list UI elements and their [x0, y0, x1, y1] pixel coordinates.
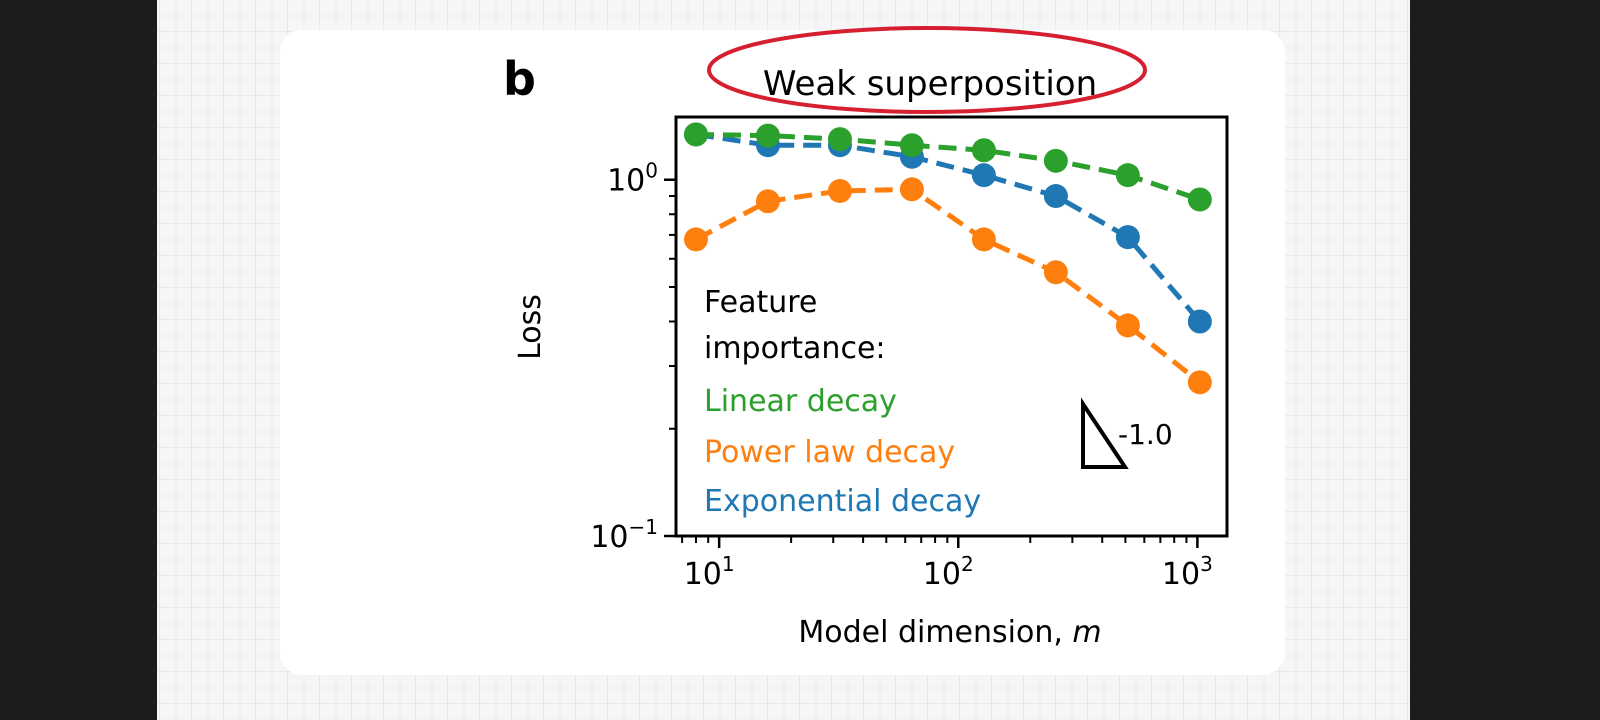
data-point-linear — [1115, 163, 1140, 188]
data-point-linear — [1043, 148, 1068, 173]
data-point-exponential — [971, 163, 996, 188]
legend-entry-exponential: Exponential decay — [704, 484, 981, 519]
panel-label: b — [503, 52, 536, 106]
x-tick-label: 103 — [1162, 552, 1213, 592]
y-tick-label: 100 — [607, 159, 658, 199]
x-tick-exponent: 1 — [722, 552, 735, 576]
x-axis-label-var: m — [1072, 615, 1101, 650]
series-line-power — [694, 186, 1202, 385]
slope-label: -1.0 — [1118, 418, 1173, 451]
y-tick-exponent: 0 — [645, 159, 658, 183]
x-tick-base: 10 — [923, 557, 961, 592]
data-point-linear — [1187, 187, 1212, 212]
data-point-linear — [827, 127, 852, 152]
x-tick-exponent: 2 — [961, 552, 974, 576]
data-point-power — [899, 177, 924, 202]
series-line-linear — [695, 131, 1201, 202]
data-point-power — [827, 178, 852, 203]
x-tick-base: 10 — [1162, 557, 1200, 592]
data-point-exponential — [1187, 309, 1212, 334]
legend-entry-linear: Linear decay — [704, 384, 897, 419]
data-point-linear — [755, 123, 780, 148]
data-point-linear — [899, 133, 924, 158]
data-point-power — [683, 227, 708, 252]
legend: Feature importance: Linear decay Power l… — [704, 285, 981, 519]
x-tick-label: 102 — [923, 552, 974, 592]
plot-frame — [674, 115, 1229, 538]
highlight-ellipse — [707, 26, 1147, 114]
data-point-linear — [971, 138, 996, 163]
x-axis-label-text: Model dimension, — [798, 615, 1072, 650]
data-point-power — [971, 227, 996, 252]
data-point-power — [755, 189, 780, 214]
legend-title-line2: importance: — [704, 331, 886, 366]
chart-title: Weak superposition — [763, 64, 1097, 104]
y-axis-label: Loss — [513, 294, 548, 360]
data-point-power — [1115, 313, 1140, 338]
legend-title-line1: Feature — [704, 285, 817, 320]
x-tick-base: 10 — [684, 557, 722, 592]
y-tick-exponent: −1 — [629, 515, 658, 539]
slope-triangle — [1081, 397, 1129, 469]
data-point-linear — [683, 122, 708, 147]
data-point-exponential — [1115, 225, 1140, 250]
data-point-power — [1043, 260, 1068, 285]
legend-entry-power: Power law decay — [704, 435, 955, 470]
figure-card — [280, 30, 1285, 675]
data-point-power — [1187, 370, 1212, 395]
x-axis-label: Model dimension, m — [798, 615, 1101, 650]
y-tick-base: 10 — [607, 164, 645, 199]
x-tick-label: 101 — [684, 552, 735, 592]
y-tick-label: 10−1 — [590, 515, 658, 555]
y-tick-base: 10 — [590, 520, 628, 555]
slope-annotation: -1.0 — [1081, 397, 1173, 469]
x-tick-exponent: 3 — [1200, 552, 1213, 576]
data-point-exponential — [1043, 184, 1068, 209]
